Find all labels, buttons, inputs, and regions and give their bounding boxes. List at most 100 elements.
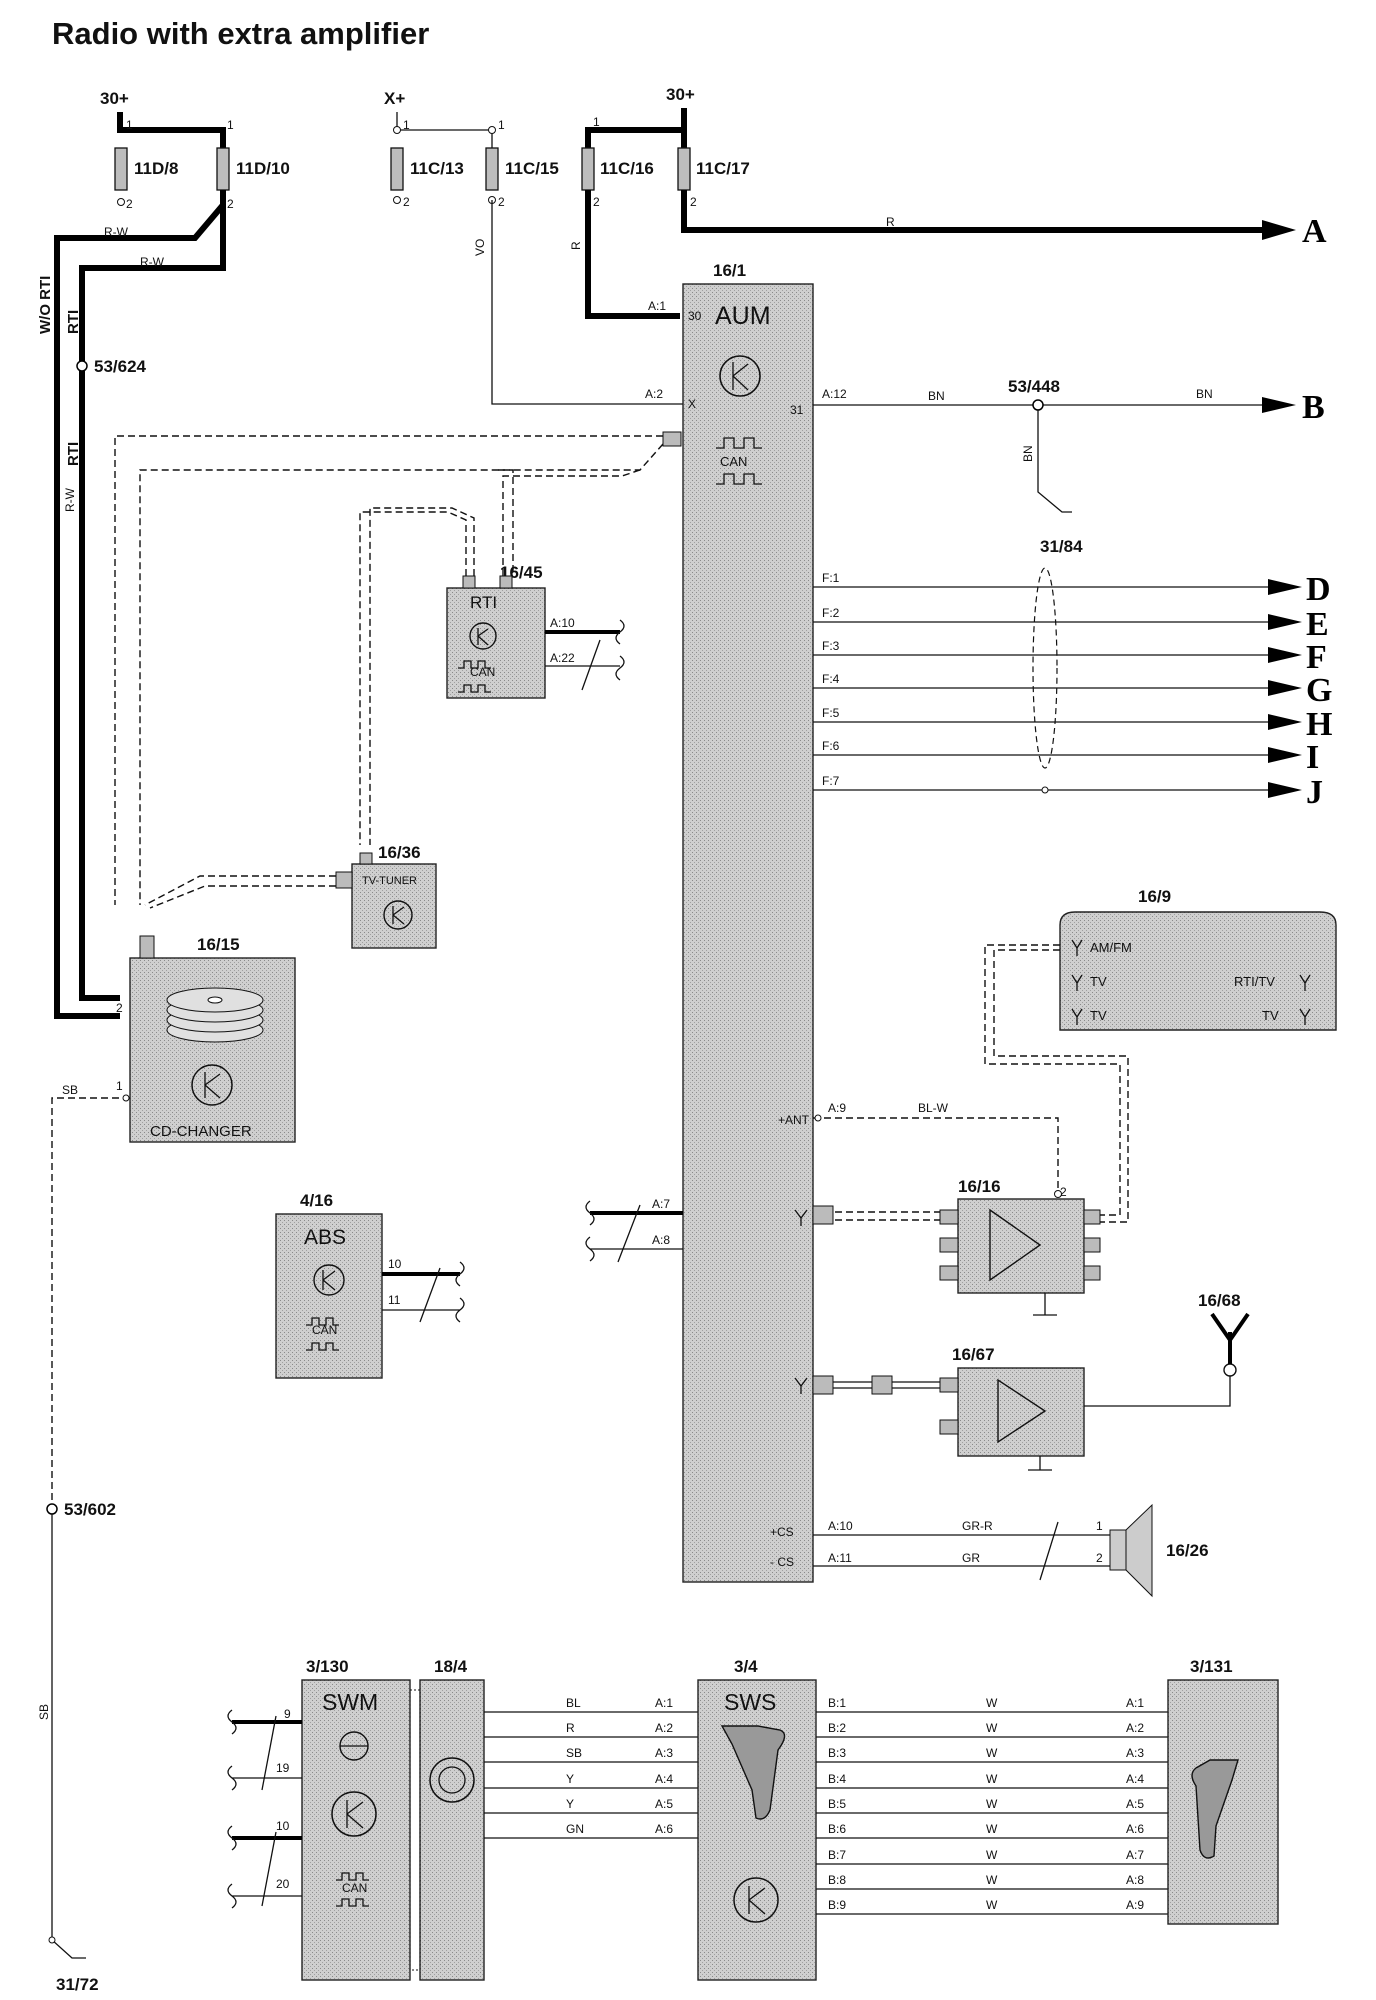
cd-changer-name: CD-CHANGER <box>150 1123 252 1140</box>
antenna-icon <box>794 1377 808 1394</box>
pin-label: B:2 <box>828 1721 846 1735</box>
arrow-a <box>1262 220 1296 240</box>
can-wave-icon <box>716 473 762 485</box>
can-connector <box>662 431 682 447</box>
stalk-switch-icon <box>720 1725 786 1820</box>
swm-body <box>301 1679 411 1981</box>
pin-label: B:1 <box>828 1696 846 1710</box>
antenna-label: TV <box>1090 974 1107 989</box>
swm-id: 3/130 <box>306 1657 349 1676</box>
module-symbol-icon <box>719 355 761 397</box>
antenna-icon <box>794 1209 808 1226</box>
fuse-11c17 <box>677 147 691 191</box>
supply-bus-right <box>585 108 687 148</box>
sb-ground: 53/602 SB 31/72 <box>37 1500 116 1994</box>
pin-label: A:7 <box>652 1197 670 1211</box>
fuse-11d10-label: 11D/10 <box>236 159 290 178</box>
ground-31-84: 31/84 <box>1040 537 1083 556</box>
wire-continuation <box>455 1261 465 1323</box>
speaker-id: 16/26 <box>1166 1541 1209 1560</box>
aum-body <box>682 283 814 1583</box>
amp16-body <box>957 1198 1085 1294</box>
antenna-label: RTI/TV <box>1234 974 1275 989</box>
transistor-icon <box>477 628 489 646</box>
can-wave-icon <box>716 437 762 449</box>
output-f: F <box>1306 639 1327 676</box>
amp67-body <box>957 1367 1085 1457</box>
wire-to-antenna <box>1084 1376 1231 1407</box>
pin-label: 2 <box>116 1001 123 1015</box>
tv-tuner-connector <box>335 871 353 889</box>
pin-label: A:1 <box>1126 1696 1144 1710</box>
wire-to-a <box>681 190 1265 233</box>
tv-tuner-id: 16/36 <box>378 843 421 862</box>
wire-rw-wo-rti <box>54 190 226 1019</box>
arrow-g <box>1268 680 1302 696</box>
wire-label: W <box>986 1848 998 1862</box>
speaker-icon <box>1109 1529 1127 1571</box>
pin-label: 20 <box>276 1877 290 1891</box>
antenna-label: TV <box>1262 1008 1279 1023</box>
can-wave-icon <box>458 684 491 693</box>
output-j: J <box>1306 774 1323 811</box>
pin-label: A:4 <box>1126 1772 1144 1786</box>
wire-label-rti: RTI <box>65 442 82 466</box>
rti-connector <box>462 575 476 589</box>
supply-30-right: 30+ <box>666 85 695 104</box>
can-wave-icon <box>306 1342 339 1351</box>
fuse-11d8 <box>114 147 128 191</box>
pin-label: +CS <box>770 1525 794 1539</box>
can-cable-1 <box>114 435 663 905</box>
pin-label: 2 <box>403 195 410 209</box>
fuse-11d8-label: 11D/8 <box>134 159 178 178</box>
wire-label: W <box>986 1746 998 1760</box>
wire-label: W <box>986 1797 998 1811</box>
sws-body <box>697 1679 817 1981</box>
fuse-terminal <box>117 198 125 206</box>
clock-spring-pins <box>409 1689 421 1971</box>
terminal <box>393 126 401 134</box>
amp-connector <box>939 1419 959 1435</box>
output-h: H <box>1306 706 1332 743</box>
transistor-icon <box>204 1072 221 1099</box>
pin-label: B:6 <box>828 1822 846 1836</box>
output-d: D <box>1306 571 1331 608</box>
pin-label: 1 <box>227 118 234 132</box>
can-cable-cd-1 <box>144 875 336 906</box>
wire-label: R <box>566 1721 575 1735</box>
wire-label: W <box>986 1822 998 1836</box>
wire-rw-rti <box>79 205 226 1001</box>
wire-label: R <box>569 241 583 250</box>
swm-wires <box>232 1777 302 1897</box>
twist-mark <box>261 1715 277 1907</box>
antenna-cable-2 <box>993 949 1129 1223</box>
can-cable-cd-2 <box>149 885 336 909</box>
fuse-11c13 <box>390 147 404 191</box>
terminal <box>488 126 496 134</box>
wire-continuation <box>585 1200 595 1262</box>
pin-label: F:4 <box>822 672 840 686</box>
output-g: G <box>1306 672 1332 709</box>
power-wires: A R R VO R-W R-W W/O RTI RTI RTI R-W 53/… <box>37 190 1327 1019</box>
abs-id: 4/16 <box>300 1191 333 1210</box>
cd-stack-icon <box>166 987 264 1043</box>
antenna-cable-aum <box>813 1211 940 1221</box>
pin-label: A:4 <box>655 1772 673 1786</box>
can-wave-icon <box>306 1317 339 1326</box>
pin-label: A:1 <box>655 1696 673 1710</box>
splice-label: 53/624 <box>94 357 147 376</box>
wire-bn-ground <box>1037 410 1072 513</box>
pin-label: A:2 <box>645 387 663 401</box>
pin-label: B:3 <box>828 1746 846 1760</box>
wire-label: GR-R <box>962 1519 993 1533</box>
speaker-cone-icon <box>1125 1503 1153 1598</box>
wire-label: R-W <box>63 487 77 512</box>
wire-label: W <box>986 1696 998 1710</box>
pin-label: 2 <box>498 195 505 209</box>
module-symbol-icon <box>733 1877 779 1923</box>
pin-label: 9 <box>284 1707 291 1721</box>
supply-bus-left <box>117 112 226 148</box>
f-outputs: D E F G H I J F:1 F:2 F:3 F:4 F:5 F:6 F:… <box>813 567 1332 811</box>
transistor-icon <box>732 362 749 391</box>
